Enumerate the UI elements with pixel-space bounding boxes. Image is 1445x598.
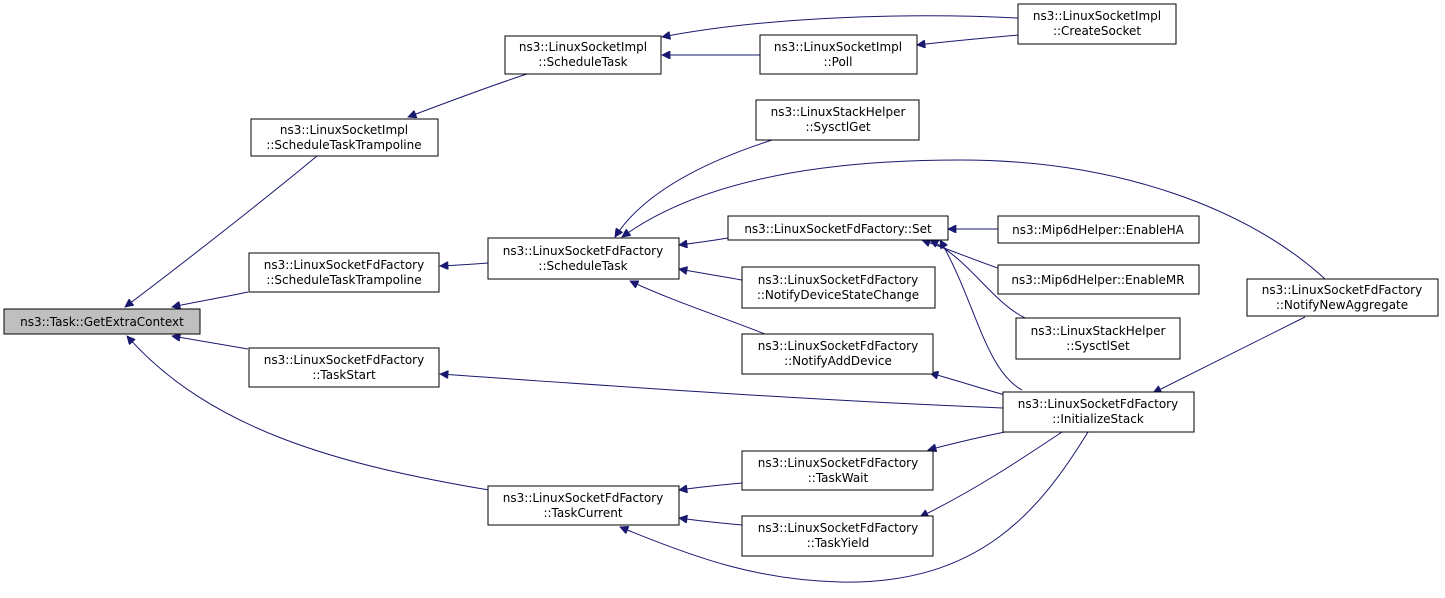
edge-stack-sysctl-get-to-fd-schedule-task	[615, 139, 773, 237]
edge-fd-initialize-stack-to-fd-task-wait	[928, 431, 1006, 450]
edges	[125, 15, 1326, 583]
edge-impl-schedule-task-trampoline-to-get-extra-context	[125, 155, 318, 307]
nodes: ns3::Task::GetExtraContext ns3::LinuxSoc…	[3, 3, 1439, 557]
node-impl-create-socket-line1: ns3::LinuxSocketImpl	[1033, 9, 1161, 23]
node-impl-schedule-task-line1: ns3::LinuxSocketImpl	[519, 40, 647, 54]
edge-fd-task-start-to-get-extra-context	[172, 336, 249, 350]
node-fd-task-current-line1: ns3::LinuxSocketFdFactory	[503, 491, 663, 505]
edge-fd-schedule-task-to-fd-schedule-task-trampoline	[440, 263, 489, 266]
node-fd-schedule-task-trampoline-line1: ns3::LinuxSocketFdFactory	[264, 258, 424, 272]
node-fd-notify-new-aggregate-line2: ::NotifyNewAggregate	[1276, 298, 1408, 312]
node-fd-task-start[interactable]: ns3::LinuxSocketFdFactory ::TaskStart	[248, 347, 440, 388]
node-fd-notify-device-state-change-line1: ns3::LinuxSocketFdFactory	[758, 273, 918, 287]
edge-fd-set-to-fd-schedule-task	[679, 237, 729, 245]
edge-fd-initialize-stack-to-fd-notify-add-device	[930, 373, 1006, 396]
node-impl-create-socket-line2: ::CreateSocket	[1053, 24, 1141, 38]
node-get-extra-context-label: ns3::Task::GetExtraContext	[20, 315, 184, 329]
node-mip6d-enable-mr[interactable]: ns3::Mip6dHelper::EnableMR	[997, 264, 1200, 295]
node-fd-task-start-line2: ::TaskStart	[312, 368, 376, 382]
node-impl-poll-line1: ns3::LinuxSocketImpl	[774, 40, 902, 54]
node-fd-task-current-line2: ::TaskCurrent	[543, 506, 622, 520]
node-stack-sysctl-get-line1: ns3::LinuxStackHelper	[771, 105, 906, 119]
node-fd-schedule-task-trampoline-line2: ::ScheduleTaskTrampoline	[266, 273, 421, 287]
edge-fd-task-wait-to-fd-task-current	[679, 482, 743, 490]
edge-fd-notify-add-device-to-fd-schedule-task	[630, 281, 771, 337]
node-fd-set-label: ns3::LinuxSocketFdFactory::Set	[744, 222, 932, 236]
node-fd-task-yield-line1: ns3::LinuxSocketFdFactory	[758, 521, 918, 535]
node-impl-schedule-task-trampoline-line2: ::ScheduleTaskTrampoline	[266, 138, 421, 152]
edge-fd-notify-new-aggregate-to-fd-schedule-task	[622, 159, 1326, 280]
node-fd-notify-add-device-line2: ::NotifyAddDevice	[784, 354, 892, 368]
node-fd-notify-add-device-line1: ns3::LinuxSocketFdFactory	[758, 339, 918, 353]
node-mip6d-enable-mr-label: ns3::Mip6dHelper::EnableMR	[1011, 273, 1184, 287]
node-impl-schedule-task-trampoline[interactable]: ns3::LinuxSocketImpl ::ScheduleTaskTramp…	[250, 118, 439, 157]
node-fd-schedule-task-line2: ::ScheduleTask	[538, 259, 627, 273]
node-impl-create-socket[interactable]: ns3::LinuxSocketImpl ::CreateSocket	[1017, 3, 1177, 45]
node-stack-sysctl-get-line2: ::SysctlGet	[805, 120, 870, 134]
node-fd-initialize-stack-line1: ns3::LinuxSocketFdFactory	[1018, 397, 1178, 411]
node-fd-task-wait-line1: ns3::LinuxSocketFdFactory	[758, 456, 918, 470]
node-impl-schedule-task[interactable]: ns3::LinuxSocketImpl ::ScheduleTask	[504, 35, 662, 75]
node-fd-task-yield[interactable]: ns3::LinuxSocketFdFactory ::TaskYield	[741, 515, 934, 557]
node-fd-schedule-task[interactable]: ns3::LinuxSocketFdFactory ::ScheduleTask	[487, 237, 680, 280]
edge-fd-schedule-task-trampoline-to-get-extra-context	[172, 291, 249, 307]
node-mip6d-enable-ha[interactable]: ns3::Mip6dHelper::EnableHA	[997, 215, 1200, 244]
node-fd-task-yield-line2: ::TaskYield	[807, 536, 870, 550]
edge-impl-create-socket-to-impl-poll	[917, 34, 1019, 45]
node-fd-task-start-line1: ns3::LinuxSocketFdFactory	[264, 353, 424, 367]
node-fd-schedule-task-line1: ns3::LinuxSocketFdFactory	[503, 244, 663, 258]
node-stack-sysctl-set-line2: ::SysctlSet	[1066, 339, 1130, 353]
node-stack-sysctl-get[interactable]: ns3::LinuxStackHelper ::SysctlGet	[755, 99, 920, 141]
edge-fd-initialize-stack-to-fd-task-yield	[920, 431, 1063, 517]
node-mip6d-enable-ha-label: ns3::Mip6dHelper::EnableHA	[1012, 223, 1185, 237]
edge-impl-create-socket-to-impl-schedule-task	[662, 15, 1019, 37]
edge-fd-initialize-stack-to-fd-set	[940, 240, 1023, 391]
node-fd-notify-device-state-change-line2: ::NotifyDeviceStateChange	[757, 288, 919, 302]
node-fd-notify-new-aggregate[interactable]: ns3::LinuxSocketFdFactory ::NotifyNewAgg…	[1246, 278, 1439, 317]
node-impl-schedule-task-trampoline-line1: ns3::LinuxSocketImpl	[280, 123, 408, 137]
node-fd-set[interactable]: ns3::LinuxSocketFdFactory::Set	[727, 215, 949, 241]
node-fd-task-current[interactable]: ns3::LinuxSocketFdFactory ::TaskCurrent	[487, 485, 680, 526]
node-get-extra-context[interactable]: ns3::Task::GetExtraContext	[3, 308, 201, 335]
edge-mip6d-enable-mr-to-fd-set	[922, 240, 1007, 272]
edge-fd-initialize-stack-to-fd-task-start	[440, 374, 1004, 409]
node-fd-notify-new-aggregate-line1: ns3::LinuxSocketFdFactory	[1262, 283, 1422, 297]
node-fd-notify-add-device[interactable]: ns3::LinuxSocketFdFactory ::NotifyAddDev…	[741, 333, 934, 375]
node-impl-poll-line2: ::Poll	[824, 55, 853, 69]
node-fd-schedule-task-trampoline[interactable]: ns3::LinuxSocketFdFactory ::ScheduleTask…	[248, 252, 440, 293]
node-fd-task-wait[interactable]: ns3::LinuxSocketFdFactory ::TaskWait	[741, 450, 934, 491]
edge-fd-task-yield-to-fd-task-current	[679, 518, 743, 526]
node-impl-poll[interactable]: ns3::LinuxSocketImpl ::Poll	[759, 34, 918, 75]
node-fd-notify-device-state-change[interactable]: ns3::LinuxSocketFdFactory ::NotifyDevice…	[741, 266, 936, 309]
node-fd-initialize-stack-line2: ::InitializeStack	[1052, 412, 1144, 426]
node-fd-task-wait-line2: ::TaskWait	[808, 471, 869, 485]
edge-fd-initialize-stack-to-fd-task-current	[620, 431, 1089, 583]
node-stack-sysctl-set[interactable]: ns3::LinuxStackHelper ::SysctlSet	[1015, 317, 1181, 360]
edge-fd-notify-new-aggregate-to-fd-initialize-stack	[1153, 316, 1306, 393]
node-stack-sysctl-set-line1: ns3::LinuxStackHelper	[1031, 324, 1166, 338]
edge-fd-notify-device-state-change-to-fd-schedule-task	[679, 269, 743, 281]
edge-fd-task-current-to-get-extra-context	[127, 336, 490, 491]
node-fd-initialize-stack[interactable]: ns3::LinuxSocketFdFactory ::InitializeSt…	[1002, 391, 1195, 433]
edge-impl-schedule-task-to-impl-schedule-task-trampoline	[408, 73, 528, 117]
node-impl-schedule-task-line2: ::ScheduleTask	[538, 55, 627, 69]
